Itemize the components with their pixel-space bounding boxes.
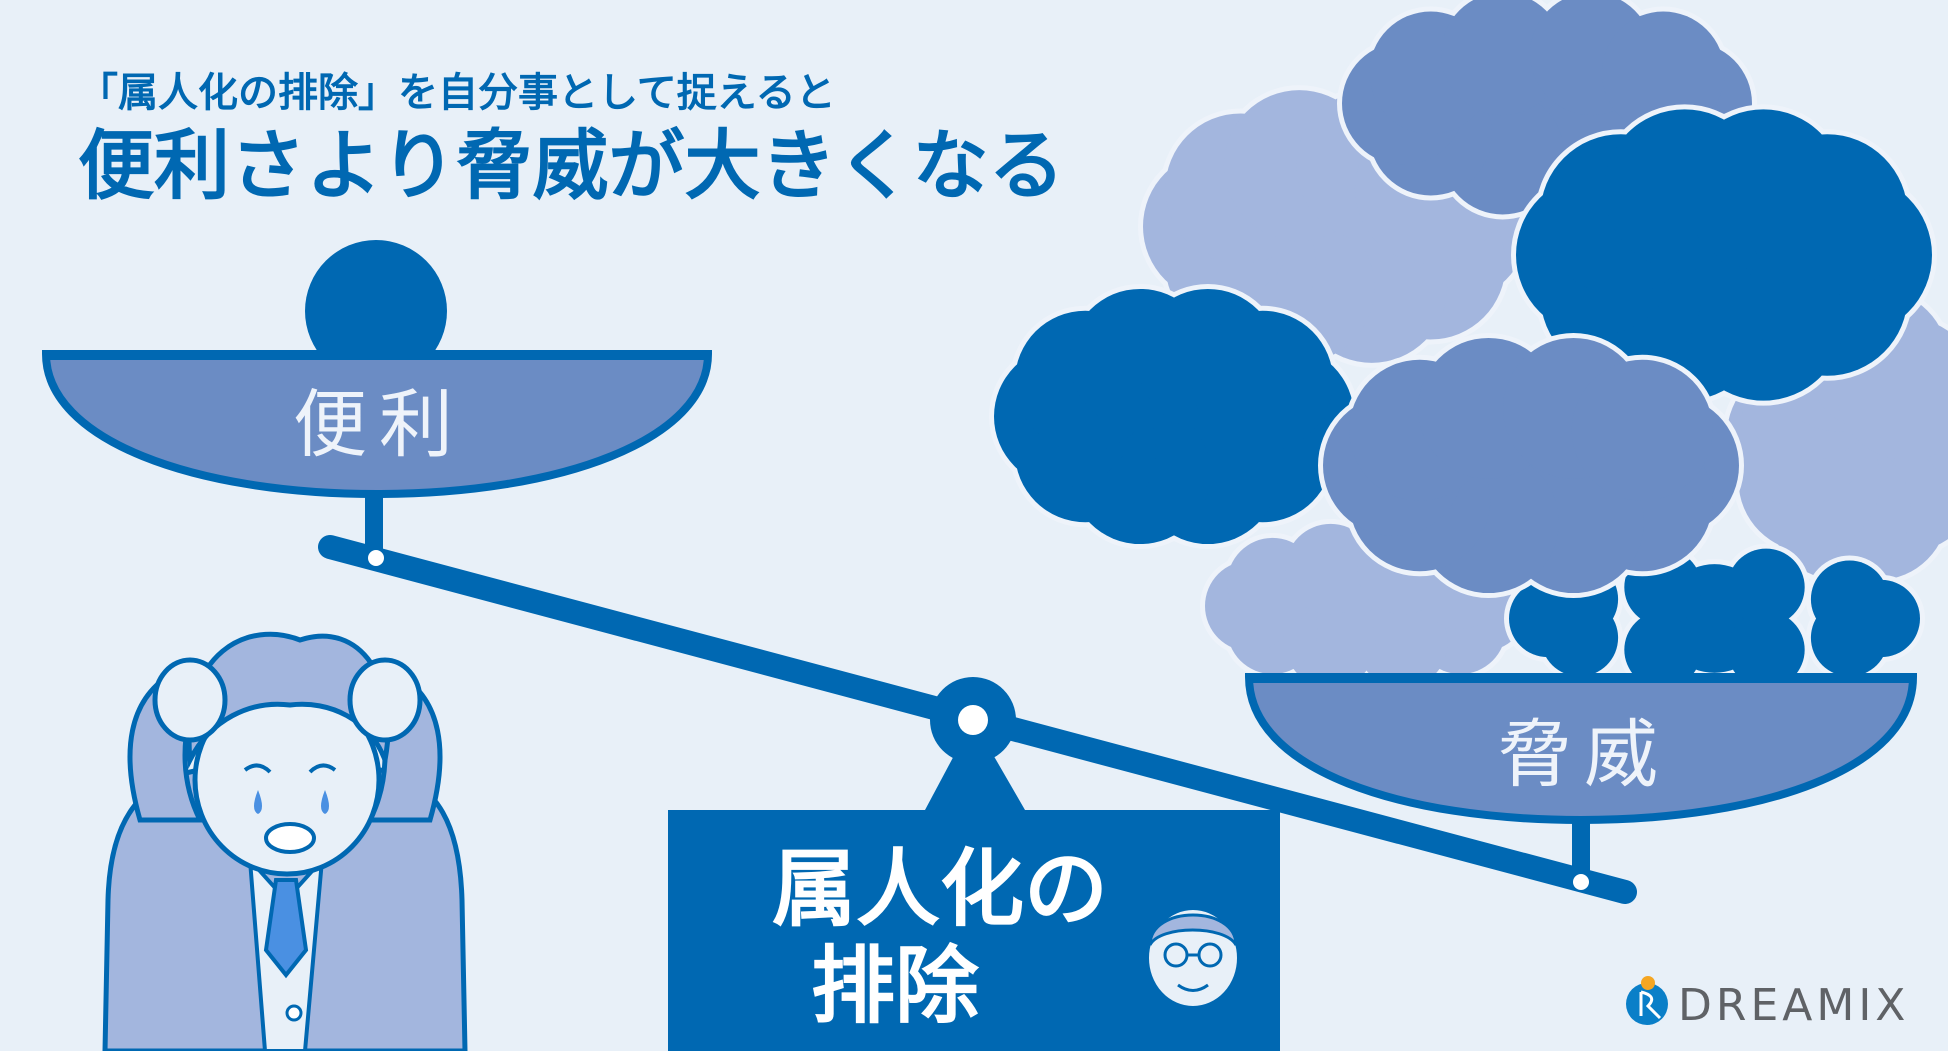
left-pan-bowl xyxy=(41,350,713,499)
dreamix-logo: DREAMIX xyxy=(1626,976,1909,1031)
logo-text: DREAMIX xyxy=(1678,980,1909,1031)
right-pan: 脅威 xyxy=(1244,673,1918,882)
weight-ball xyxy=(305,240,447,382)
cloud xyxy=(1511,104,1938,406)
left-pan-label: 便利 xyxy=(293,382,465,468)
fulcrum-label-line1: 属人化の xyxy=(772,840,1108,938)
threat-clouds xyxy=(989,0,1948,694)
fulcrum-label-line2: 排除 xyxy=(811,937,980,1035)
right-pan-bowl xyxy=(1244,673,1918,825)
left-pan: 便利 xyxy=(41,240,713,558)
manager-face-icon xyxy=(1145,906,1241,1010)
subtitle: 「属人化の排除」を自分事として捉えると xyxy=(78,70,836,116)
worried-man-illustration xyxy=(102,631,468,1051)
cloud xyxy=(1318,332,1745,599)
cloud xyxy=(989,283,1360,550)
cloud xyxy=(1504,543,1926,694)
right-pan-label: 脅威 xyxy=(1498,712,1670,798)
page-title: 便利さより脅威が大きくなる xyxy=(78,121,1064,210)
